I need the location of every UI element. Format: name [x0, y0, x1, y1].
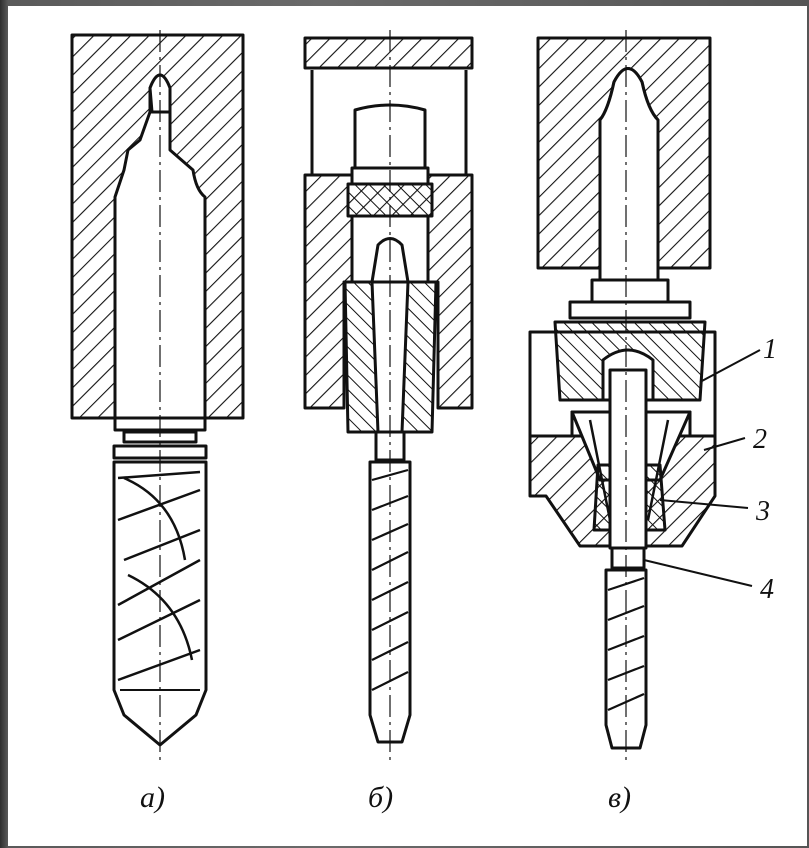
caption-c: в) [608, 781, 632, 814]
caption-a: а) [140, 781, 165, 814]
part-number-3: 3 [756, 496, 770, 527]
figure-a-spindle-direct [70, 30, 245, 760]
caption-b: б) [368, 781, 394, 814]
figure-c-drill-chuck [528, 30, 761, 765]
part-number-4: 4 [760, 574, 774, 605]
part-number-1: 1 [763, 334, 777, 365]
drawing-sheet: 1 2 3 4 а) б) в) [8, 6, 807, 846]
technical-drawing [70, 30, 761, 765]
figure-b-adapter-sleeve [303, 30, 474, 760]
part-number-2: 2 [753, 424, 767, 455]
